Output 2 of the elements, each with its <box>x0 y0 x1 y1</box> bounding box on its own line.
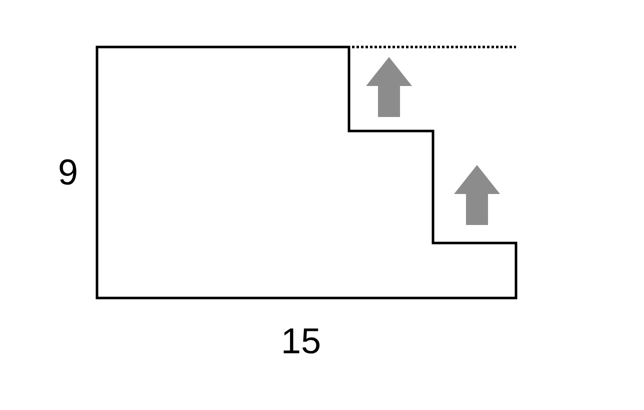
dimension-label: 15 <box>284 328 320 354</box>
dimension-label: 9 <box>60 159 76 185</box>
